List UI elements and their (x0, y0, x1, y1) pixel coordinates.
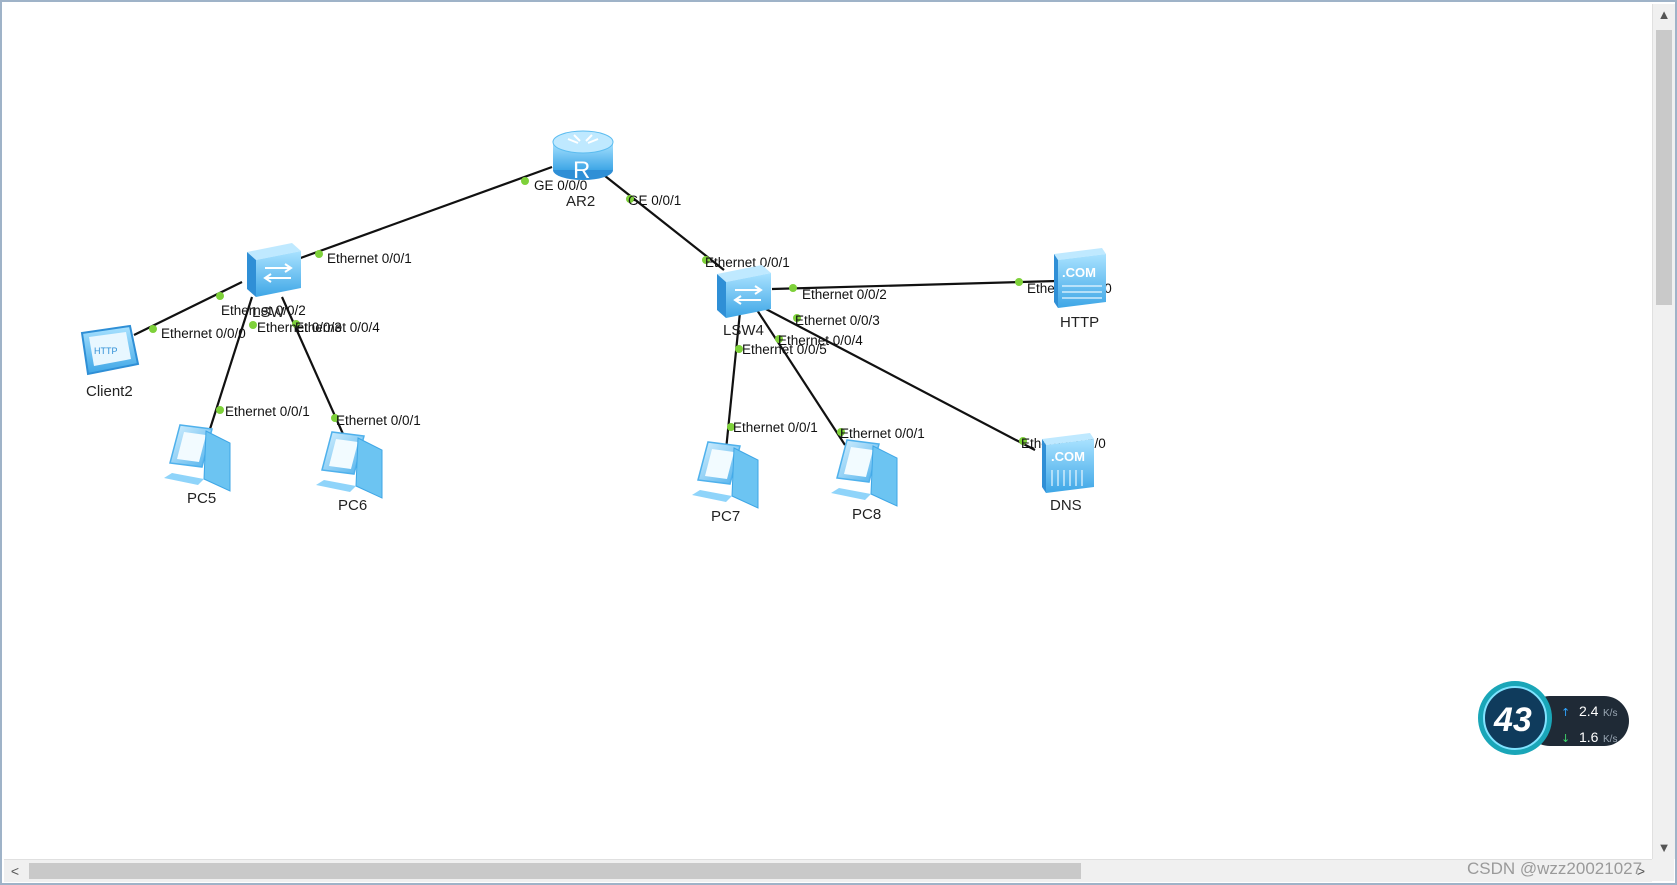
port-dot (837, 428, 845, 436)
device-label: DNS (1050, 497, 1082, 514)
device-label: PC8 (852, 506, 881, 523)
port-label: Ethernet 0/0/1 (840, 426, 925, 441)
port-dot (789, 284, 797, 292)
switch-icon (247, 243, 301, 297)
server-icon: .COM (1042, 433, 1094, 493)
svg-text:.COM: .COM (1051, 449, 1085, 464)
port-dot (702, 256, 710, 264)
link-ar2-lsw4[interactable] (599, 171, 725, 271)
port-label: Ethernet 0/0/3 (795, 313, 880, 328)
device-label: LSW (252, 304, 285, 321)
watermark: CSDN @wzz20021027 (1467, 859, 1643, 878)
port-label: Ethernet 0/0/2 (802, 287, 887, 302)
port-label: Ethernet 0/0/1 (733, 420, 818, 435)
vertical-scroll-thumb[interactable] (1656, 30, 1672, 305)
port-dot (735, 345, 743, 353)
port-dot (793, 314, 801, 322)
port-label: Ethernet 0/0/4 (295, 320, 380, 335)
svg-text:R: R (573, 157, 590, 184)
device-client2[interactable]: HTTP Client2 (80, 324, 140, 400)
port-label: GE 0/0/1 (628, 193, 681, 208)
port-label: Ethernet 0/0/1 (225, 404, 310, 419)
port-dot (292, 320, 300, 328)
device-pc6[interactable]: PC6 (316, 431, 383, 514)
port-dot (216, 292, 224, 300)
port-label: Ethernet 0/0/1 (327, 251, 412, 266)
download-speed: 1.6 (1579, 729, 1599, 745)
client-icon: HTTP (80, 324, 140, 376)
scroll-left-icon[interactable]: < (10, 863, 20, 879)
port-dot (775, 335, 783, 343)
pc-icon (164, 424, 231, 492)
device-label: PC5 (187, 490, 216, 507)
switch-icon (717, 265, 771, 318)
scroll-down-icon[interactable]: ▼ (1657, 840, 1671, 855)
pc-icon (316, 431, 383, 499)
upload-arrow-icon: ↑ (1561, 706, 1570, 719)
horizontal-scroll-thumb[interactable] (29, 863, 1081, 879)
device-label: LSW4 (723, 322, 764, 339)
device-ar2[interactable]: R AR2 (552, 130, 614, 210)
device-lsw4[interactable]: LSW4 (717, 265, 771, 339)
port-dot (331, 414, 339, 422)
svg-text:HTTP: HTTP (94, 346, 118, 356)
link-lsw4-http[interactable] (771, 279, 1058, 291)
port-dot (521, 177, 529, 185)
scrollbar-corner (1652, 859, 1674, 881)
device-label: PC6 (338, 497, 367, 514)
scroll-up-icon[interactable]: ▲ (1657, 7, 1671, 22)
device-pc7[interactable]: PC7 (692, 441, 759, 525)
download-arrow-icon: ↓ (1561, 732, 1570, 745)
network-score: 43 (1493, 701, 1532, 739)
device-dns[interactable]: .COM DNS (1042, 433, 1094, 514)
device-http[interactable]: .COM HTTP (1054, 248, 1106, 331)
link-ar2-lsw[interactable] (283, 165, 553, 266)
port-dot (216, 406, 224, 414)
network-speed-widget[interactable]: 43 ↑ 2.4 K/s ↓ 1.6 K/s (1477, 680, 1632, 760)
port-dot (315, 250, 323, 258)
port-dot (149, 325, 157, 333)
upload-unit: K/s (1603, 708, 1617, 719)
router-icon: R (552, 130, 614, 184)
port-dots (149, 177, 1027, 445)
port-label: Ethernet 0/0/1 (336, 413, 421, 428)
link-lsw4-pc8[interactable] (756, 309, 846, 446)
horizontal-scrollbar[interactable]: < > (4, 859, 1652, 882)
link-lsw-pc5[interactable] (208, 296, 254, 430)
pc-icon (692, 441, 759, 509)
upload-speed: 2.4 (1579, 703, 1599, 719)
download-unit: K/s (1603, 734, 1617, 745)
port-label: Ethernet 0/0/1 (705, 255, 790, 270)
port-label: Ethernet 0/0/2 (221, 303, 306, 318)
port-dot (1019, 437, 1027, 445)
scroll-right-icon[interactable]: > (1636, 863, 1646, 879)
device-label: HTTP (1060, 314, 1099, 331)
device-lsw[interactable]: LSW (247, 243, 301, 321)
port-label: GE 0/0/0 (534, 178, 587, 193)
pc-icon (831, 439, 898, 507)
topology-canvas[interactable]: GE 0/0/0 Ethernet 0/0/1 GE 0/0/1 Etherne… (2, 2, 1652, 857)
device-pc5[interactable]: PC5 (164, 424, 231, 507)
server-icon: .COM (1054, 248, 1106, 308)
port-dot (626, 195, 634, 203)
port-label: Ethernet 0/0/3 (257, 320, 342, 335)
device-pc8[interactable]: PC8 (831, 439, 898, 523)
device-label: AR2 (566, 193, 595, 210)
port-dot (727, 423, 735, 431)
port-dot (249, 321, 257, 329)
links-layer (133, 165, 1058, 451)
port-dot (1015, 278, 1023, 286)
port-label: Ethernet 0/0/5 (742, 342, 827, 357)
device-label: PC7 (711, 508, 740, 525)
link-lsw-pc6[interactable] (280, 296, 345, 435)
link-lsw4-dns[interactable] (761, 306, 1036, 451)
port-labels: GE 0/0/0 Ethernet 0/0/1 GE 0/0/1 Etherne… (161, 178, 1112, 451)
port-label: Ethernet 0/0/0 (161, 326, 246, 341)
port-label: Ethernet 0/0/4 (778, 333, 863, 348)
vertical-scrollbar[interactable]: ▲ ▼ (1652, 4, 1675, 859)
device-label: Client2 (86, 383, 133, 400)
svg-text:.COM: .COM (1062, 265, 1096, 280)
